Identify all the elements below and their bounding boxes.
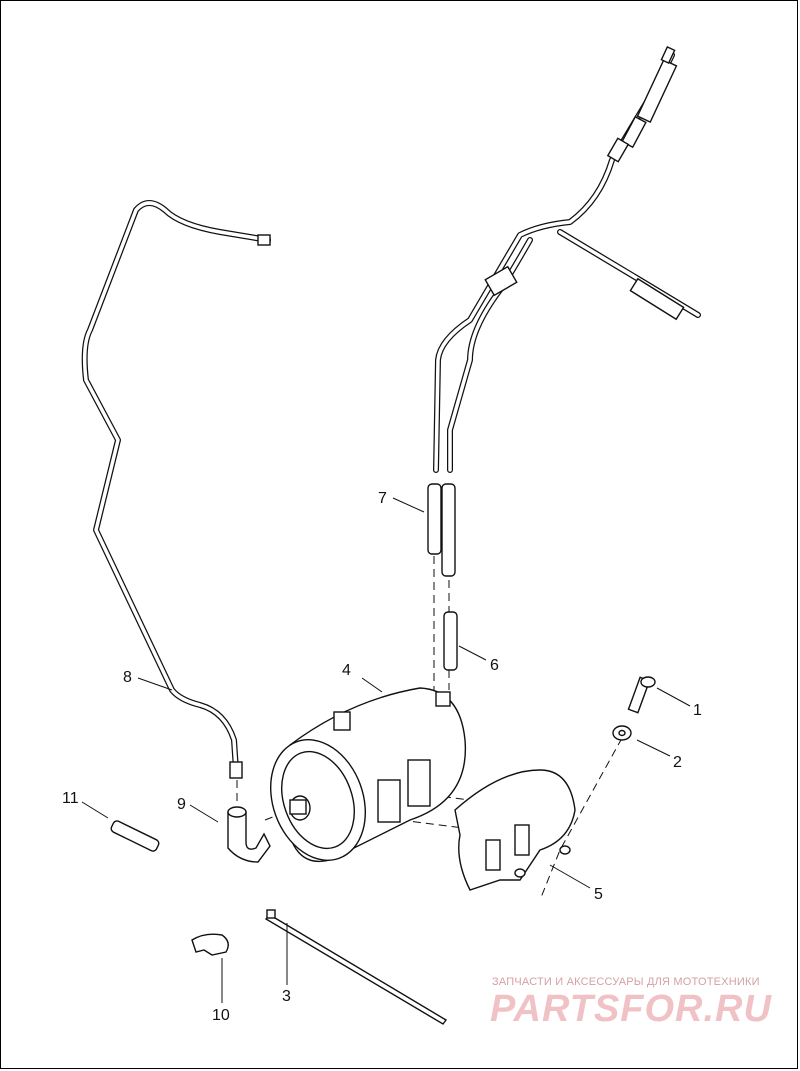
callout-10: 10 bbox=[212, 1007, 230, 1024]
clamp-part-10 bbox=[191, 933, 229, 956]
callout-5: 5 bbox=[594, 886, 603, 903]
vent-hose-part-8 bbox=[81, 200, 271, 779]
watermark-tagline: ЗАПЧАСТИ И АКСЕССУАРЫ ДЛЯ МОТОТЕХНИКИ bbox=[492, 976, 760, 988]
callout-4: 4 bbox=[342, 662, 351, 679]
screw-part-1 bbox=[627, 676, 656, 714]
hose-part-6 bbox=[443, 611, 458, 671]
alignment-lines bbox=[236, 556, 623, 901]
washer-part-2 bbox=[612, 725, 632, 741]
watermark-logo: PARTSFOR.RU bbox=[490, 988, 772, 1030]
hose-assembly-part-7 bbox=[427, 46, 701, 577]
callout-2: 2 bbox=[673, 754, 682, 771]
callout-labels: 1 2 3 4 5 6 7 8 9 10 11 bbox=[62, 490, 702, 1024]
callout-9: 9 bbox=[177, 796, 186, 813]
callout-11: 11 bbox=[62, 790, 79, 807]
callout-7: 7 bbox=[378, 490, 387, 507]
callout-6: 6 bbox=[490, 657, 499, 674]
tube-part-11 bbox=[110, 820, 160, 852]
elbow-fitting-part-9 bbox=[227, 806, 271, 863]
canister-part-4 bbox=[269, 687, 467, 862]
callout-8: 8 bbox=[123, 669, 132, 686]
callout-1: 1 bbox=[693, 702, 702, 719]
leader-lines bbox=[81, 497, 691, 1003]
bracket-part-5 bbox=[454, 769, 576, 891]
cable-tie-part-3 bbox=[264, 909, 448, 1025]
callout-3: 3 bbox=[282, 988, 291, 1005]
